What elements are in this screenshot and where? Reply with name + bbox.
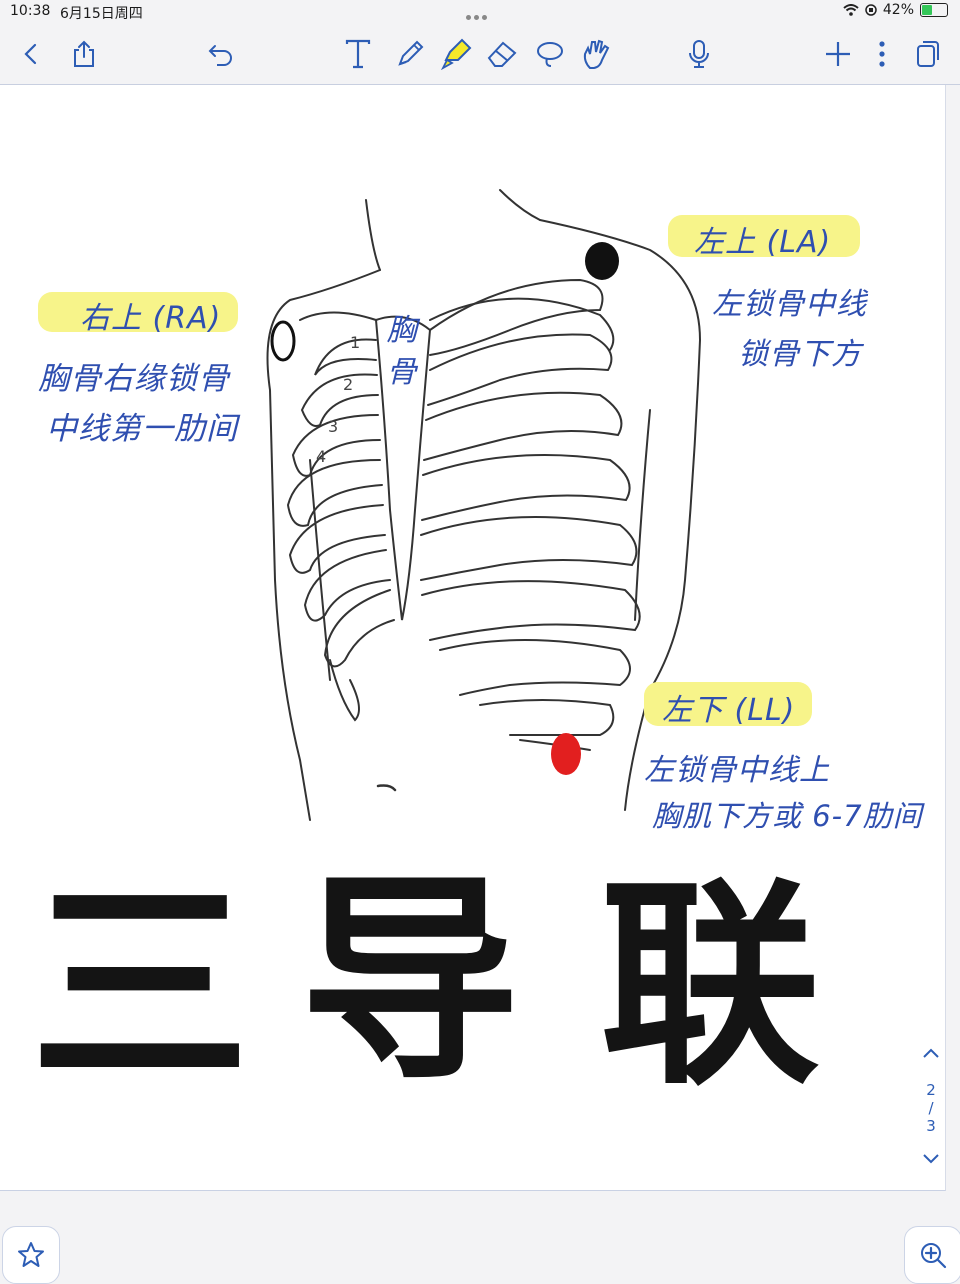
title-char-1: 三 [30, 855, 251, 1114]
status-time: 10:38 [10, 3, 51, 19]
eraser-tool-button[interactable] [486, 38, 518, 70]
sternum-label: 胸 骨 [386, 313, 418, 390]
la-highlight [668, 215, 860, 257]
ll-desc-line2: 胸肌下方或 6-7肋间 [652, 799, 923, 833]
pen-icon [398, 40, 424, 66]
highlighter-icon [440, 38, 472, 70]
title-char-3: 联 [600, 855, 821, 1114]
star-icon [18, 1242, 44, 1267]
page-indicator: 2 / 3 [916, 1045, 946, 1169]
microphone-button[interactable] [683, 38, 715, 70]
pages-icon [917, 41, 939, 67]
gesture-tool-button[interactable] [580, 38, 612, 70]
highlighter-tool-button[interactable] [440, 38, 472, 70]
ra-desc-line2: 中线第一肋间 [46, 411, 238, 447]
favorite-button[interactable] [2, 1226, 60, 1284]
lasso-tool-button[interactable] [534, 38, 566, 70]
eraser-icon [487, 41, 517, 67]
la-desc-line1: 左锁骨中线 [712, 287, 867, 322]
battery-percent: 42% [882, 2, 914, 18]
back-button[interactable] [16, 38, 48, 70]
la-electrode-marker [585, 242, 619, 280]
undo-button[interactable] [205, 38, 237, 70]
zoom-in-icon [921, 1243, 947, 1269]
share-button[interactable] [68, 38, 100, 70]
microphone-icon [689, 40, 709, 68]
ra-electrode-marker [270, 320, 296, 362]
title-char-2: 导 [300, 850, 521, 1109]
orientation-lock-icon [865, 4, 877, 16]
rib-number-4: 4 [316, 447, 326, 466]
ll-label: 左下 (LL) [662, 693, 796, 728]
add-button[interactable] [822, 38, 854, 70]
note-page[interactable]: 1 2 3 4 胸 骨 右上 (RA) 胸骨右缘锁骨 中线第一肋间 左上 (LA… [0, 85, 946, 1191]
more-icon [879, 41, 885, 67]
add-icon [826, 42, 850, 66]
ll-highlight [644, 682, 812, 726]
share-icon [74, 40, 94, 67]
battery-icon [920, 3, 948, 17]
page-up-icon[interactable] [922, 1047, 940, 1059]
more-button[interactable] [866, 38, 898, 70]
ra-label: 右上 (RA) [80, 301, 222, 336]
ll-electrode-marker [551, 733, 581, 775]
ra-highlight [38, 292, 238, 332]
pen-tool-button[interactable] [394, 38, 426, 70]
gesture-icon [583, 39, 610, 69]
multitask-dots-icon[interactable] [466, 8, 494, 20]
toolbar [0, 24, 960, 85]
undo-icon [208, 45, 232, 66]
text-tool-button[interactable] [342, 38, 374, 70]
page-down-icon[interactable] [922, 1153, 940, 1165]
la-label: 左上 (LA) [694, 225, 832, 260]
rib-number-1: 1 [350, 333, 360, 352]
text-tool-icon [345, 39, 371, 69]
back-icon [24, 43, 37, 65]
ra-desc-line1: 胸骨右缘锁骨 [38, 361, 230, 397]
wifi-icon [843, 4, 859, 16]
lasso-icon [537, 42, 563, 67]
zoom-button[interactable] [904, 1226, 960, 1284]
page-separator: / [928, 1099, 934, 1117]
la-desc-line2: 锁骨下方 [738, 337, 862, 372]
rib-number-3: 3 [328, 417, 338, 436]
pages-button[interactable] [912, 38, 944, 70]
rib-number-2: 2 [343, 375, 353, 394]
status-date: 6月15日周四 [60, 6, 143, 22]
page-current: 2 [926, 1081, 936, 1099]
status-bar: 10:38 6月15日周四 42% [0, 0, 960, 24]
ll-desc-line1: 左锁骨中线上 [644, 753, 830, 788]
page-total: 3 [926, 1117, 936, 1135]
